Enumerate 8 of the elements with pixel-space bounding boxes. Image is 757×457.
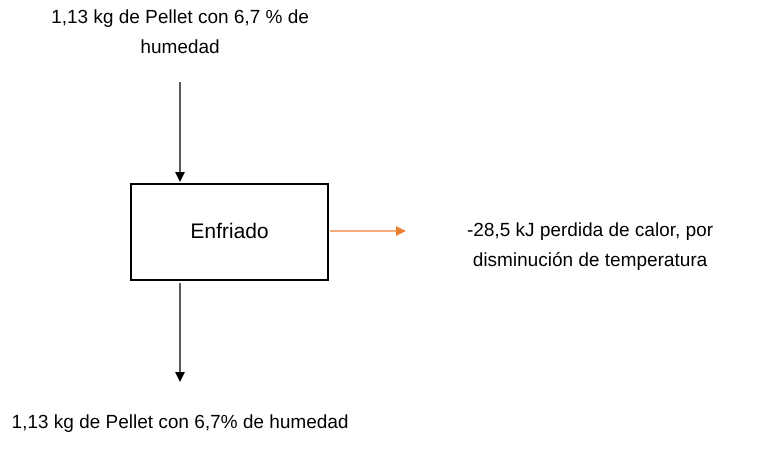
- arrow: [175, 82, 185, 182]
- flow-label: 1,13 kg de Pellet con 6,7% de humedad: [12, 411, 348, 435]
- flow-label: -28,5 kJ perdida de calor, por disminución de temperatura: [466, 219, 714, 273]
- arrow: [330, 226, 406, 236]
- arrow: [175, 283, 185, 382]
- flow-label: 1,13 kg de Pellet con 6,7 % de humedad: [50, 6, 310, 60]
- process-label: Enfriado: [190, 219, 269, 245]
- process-box: [130, 183, 329, 281]
